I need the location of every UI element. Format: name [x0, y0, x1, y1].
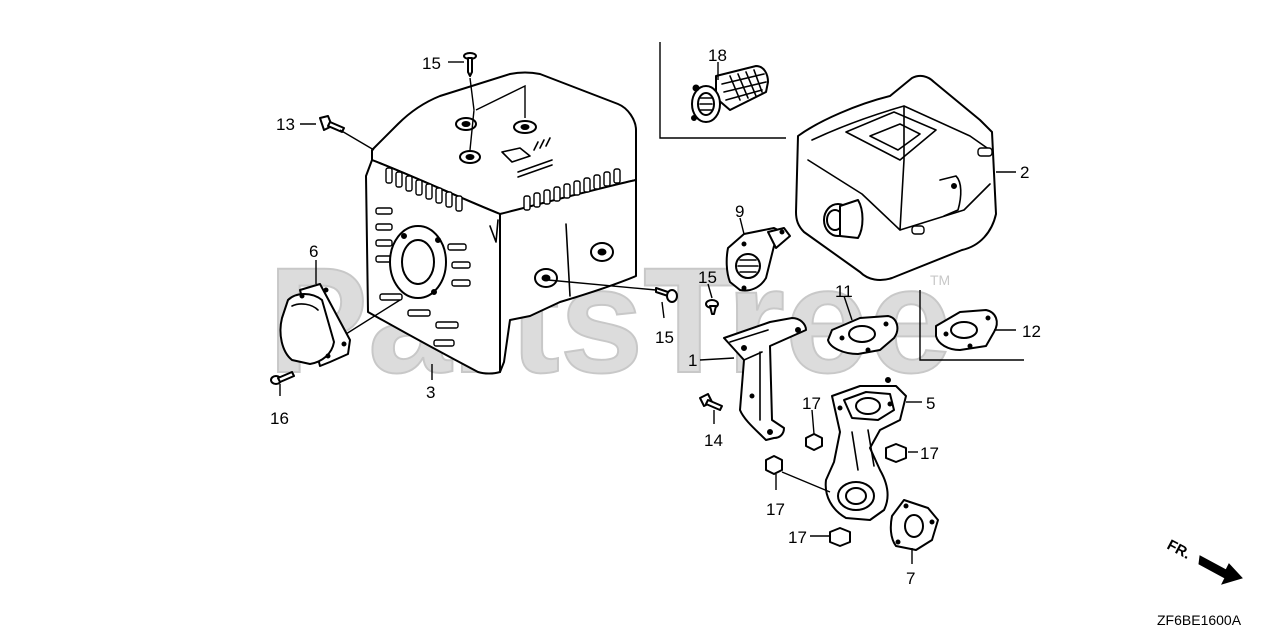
screw-16[interactable]	[270, 371, 295, 385]
callout-17-d: 17	[788, 528, 807, 547]
gasket-11-part[interactable]	[827, 315, 899, 355]
callout-14: 14	[704, 431, 723, 450]
bolt-14[interactable]	[699, 393, 723, 411]
gasket-12-part[interactable]	[919, 290, 1024, 361]
callout-labels: 15 13 18 2 9 6 15 15 11 12 1 3 16 5 17 1…	[270, 46, 1041, 588]
watermark-trademark: TM	[930, 272, 950, 288]
screw-15-top[interactable]	[463, 52, 477, 77]
front-direction-arrow-icon	[1198, 555, 1243, 585]
callout-3: 3	[426, 383, 435, 402]
gasket-7-part[interactable]	[889, 499, 939, 551]
spark-arrester-part[interactable]	[659, 42, 786, 139]
diagram-code: ZF6BE1600A	[1157, 612, 1242, 628]
leader-lines	[279, 61, 1016, 564]
callout-13: 13	[276, 115, 295, 134]
callout-17-a: 17	[802, 394, 821, 413]
spark-arrester-plate-part[interactable]	[725, 227, 791, 292]
callout-17-b: 17	[920, 444, 939, 463]
nut-17-b[interactable]	[885, 443, 907, 463]
nut-17-a[interactable]	[805, 433, 823, 451]
fasteners	[270, 52, 907, 547]
callout-18: 18	[708, 46, 727, 65]
callout-6: 6	[309, 242, 318, 261]
callout-11: 11	[835, 282, 853, 301]
front-direction-label: FR.	[1164, 537, 1193, 563]
callout-17-c: 17	[766, 500, 785, 519]
muffler-protector-part[interactable]	[365, 71, 637, 375]
muffler-cap-part[interactable]	[279, 283, 351, 367]
callout-15-middle: 15	[698, 268, 717, 287]
muffler-stay-part[interactable]	[723, 317, 807, 441]
bolt-13[interactable]	[319, 115, 345, 133]
nut-17-d[interactable]	[829, 527, 851, 547]
exhaust-manifold-part[interactable]	[824, 377, 907, 521]
nut-17-c[interactable]	[765, 455, 783, 475]
callout-16: 16	[270, 409, 289, 428]
screw-15-middle[interactable]	[705, 299, 719, 315]
front-direction-marker: FR.	[1164, 537, 1243, 585]
callout-5: 5	[926, 394, 935, 413]
callout-9: 9	[735, 202, 744, 221]
callout-12: 12	[1022, 322, 1041, 341]
callout-2: 2	[1020, 163, 1029, 182]
screw-15-right[interactable]	[655, 287, 678, 303]
muffler-part[interactable]	[795, 74, 997, 281]
callout-7: 7	[906, 569, 915, 588]
callout-15-right: 15	[655, 328, 674, 347]
callout-15-top: 15	[422, 54, 441, 73]
callout-1: 1	[688, 351, 697, 370]
